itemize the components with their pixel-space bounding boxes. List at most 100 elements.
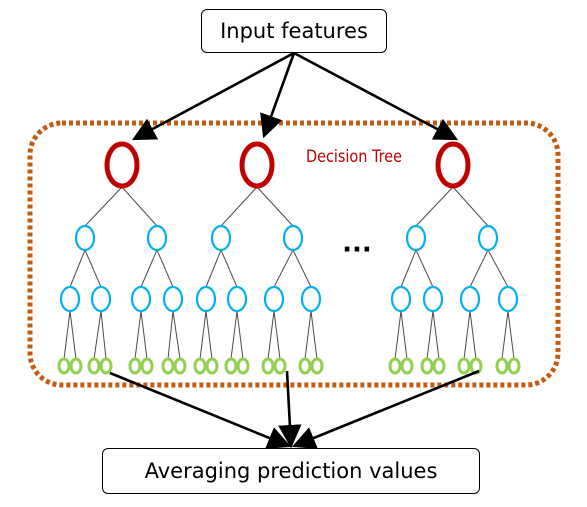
ellipsis-label: ···: [342, 235, 372, 265]
tree-1-edge: [84, 249, 102, 288]
tree-2-edge: [292, 249, 312, 288]
tree-2-edge: [267, 310, 275, 360]
arrow-from-tree-1: [109, 371, 292, 449]
tree-3-edge: [507, 310, 515, 360]
tree-3-internal-node: [477, 224, 499, 252]
tree-1-leaf-node: [99, 357, 113, 375]
tree-2-leaf-node: [298, 357, 312, 375]
tree-1-edge: [134, 310, 142, 360]
tree-2-leaf-node: [261, 357, 275, 375]
tree-3-edge: [469, 249, 489, 288]
tree-3-internal-node: [459, 285, 481, 313]
tree-1-edge: [172, 310, 181, 360]
tree-3-internal-node: [497, 285, 519, 313]
tree-2-leaf-node: [310, 357, 324, 375]
tree-3-leaf-node: [457, 357, 471, 375]
tree-1-root-node: [104, 141, 140, 189]
tree-2-edge: [199, 310, 207, 360]
tree-1-edge: [121, 186, 158, 227]
tree-3-edge: [487, 249, 509, 288]
tree-1-edge: [140, 249, 158, 288]
tree-2-internal-node: [282, 224, 304, 252]
tree-2-edge: [273, 310, 281, 360]
tree-2-edge: [230, 310, 238, 360]
arrow-to-tree-2: [260, 52, 296, 139]
tree-3-edge: [415, 249, 434, 288]
tree-3-edge: [394, 310, 402, 360]
tree-1-leaf-node: [69, 357, 83, 375]
arrow-from-tree-3: [291, 369, 480, 449]
arrow-from-tree-2: [278, 370, 302, 449]
tree-2-internal-node: [226, 285, 248, 313]
tree-2-edge: [256, 186, 294, 227]
tree-2-edge: [205, 249, 222, 288]
tree-2-edge: [273, 249, 294, 288]
tree-3-internal-node: [405, 224, 427, 252]
tree-2-leaf-node: [205, 357, 219, 375]
tree-1-internal-node: [146, 224, 168, 252]
tree-3-edge: [452, 186, 489, 227]
averaging-box: Averaging prediction values: [102, 448, 480, 494]
tree-2-internal-node: [210, 224, 232, 252]
tree-2-edge: [205, 310, 213, 360]
tree-1-edge: [167, 310, 174, 360]
tree-3-leaf-node: [400, 357, 414, 375]
tree-3-edge: [463, 310, 471, 360]
output-arrows: [109, 369, 480, 449]
tree-2-edge: [236, 310, 244, 360]
tree-3-root-node: [435, 141, 471, 189]
averaging-label: Averaging prediction values: [144, 459, 438, 483]
tree-2-edge: [220, 249, 238, 288]
arrow-to-tree-3: [293, 51, 459, 141]
tree-3-internal-node: [390, 285, 412, 313]
trees: [57, 141, 521, 375]
tree-3-edge: [432, 310, 440, 360]
tree-2-leaf-node: [236, 357, 250, 375]
tree-1-leaf-node: [140, 357, 154, 375]
tree-3-internal-node: [422, 285, 444, 313]
tree-3-edge: [400, 310, 408, 360]
arrow-to-tree-1: [131, 51, 295, 141]
tree-1-internal-node: [90, 285, 112, 313]
tree-1-edge: [84, 186, 123, 227]
tree-1-leaf-node: [87, 357, 101, 375]
tree-3-edge: [415, 186, 454, 227]
tree-2-internal-node: [300, 285, 322, 313]
tree-3-leaf-node: [495, 357, 509, 375]
tree-1-leaf-node: [57, 357, 71, 375]
forest-region: [27, 120, 561, 388]
tree-2-edge: [304, 310, 312, 360]
tree-1-internal-node: [74, 224, 96, 252]
tree-3-edge: [469, 310, 477, 360]
tree-1-leaf-node: [173, 357, 187, 375]
tree-1-edge: [156, 249, 174, 288]
tree-1-internal-node: [59, 285, 81, 313]
tree-2-leaf-node: [193, 357, 207, 375]
tree-1-edge: [63, 310, 71, 360]
input-features-box: Input features: [201, 9, 387, 53]
tree-2-root-node: [239, 141, 275, 189]
tree-3-edge: [426, 310, 434, 360]
tree-1-edge: [69, 310, 77, 360]
decision-tree-label: Decision Tree: [306, 147, 402, 167]
tree-1-internal-node: [130, 285, 152, 313]
tree-1-leaf-node: [161, 357, 175, 375]
tree-2-internal-node: [263, 285, 285, 313]
tree-2-internal-node: [195, 285, 217, 313]
tree-2-leaf-node: [273, 357, 287, 375]
tree-1-edge: [69, 249, 86, 288]
tree-1-internal-node: [162, 285, 184, 313]
input-arrows: [131, 51, 459, 141]
input-features-label: Input features: [220, 19, 368, 43]
tree-3-leaf-node: [432, 357, 446, 375]
tree-3-leaf-node: [388, 357, 402, 375]
tree-1-edge: [93, 310, 102, 360]
tree-3-leaf-node: [420, 357, 434, 375]
tree-1-edge: [100, 310, 107, 360]
tree-1-leaf-node: [128, 357, 142, 375]
tree-3-leaf-node: [507, 357, 521, 375]
tree-2-edge: [220, 186, 258, 227]
tree-2-leaf-node: [224, 357, 238, 375]
tree-1-edge: [140, 310, 148, 360]
